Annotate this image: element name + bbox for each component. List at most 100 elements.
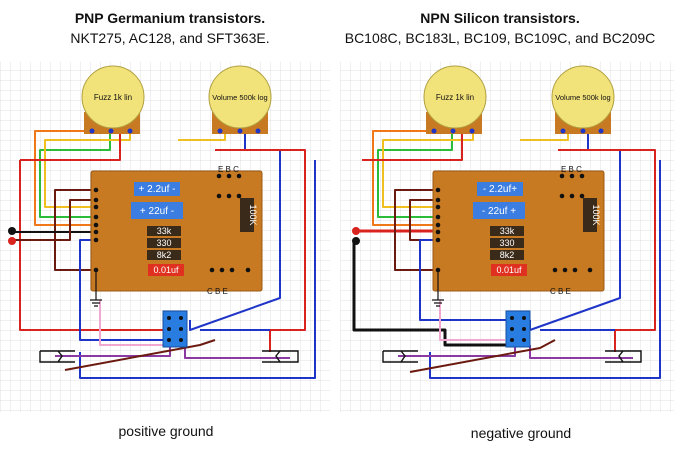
hole: [559, 193, 565, 199]
wire-brown-c: [409, 339, 556, 373]
pot-knob: [81, 65, 145, 129]
hole: [435, 187, 441, 193]
lug: [179, 338, 183, 342]
hole: [219, 267, 225, 273]
left-cap-2-label: + 22uf -: [140, 206, 174, 217]
wire-black-thick: [352, 240, 510, 347]
wire-blue-b: [189, 133, 281, 331]
wire-blue-c: [79, 239, 165, 341]
right-cbe-bottom: C B E: [550, 287, 571, 296]
right-pot-fuzz: Fuzz 1k lin: [423, 65, 487, 134]
hole: [572, 267, 578, 273]
hole: [587, 267, 593, 273]
left-resistor-100k: [240, 198, 254, 232]
right-cap-2-label: - 22uf +: [482, 206, 516, 217]
left-resistor-3: [147, 250, 181, 260]
wire-blue-d: [79, 160, 316, 379]
right-battery-black: [352, 237, 360, 245]
right-board-holes: [435, 173, 593, 273]
wire-blue-d: [429, 160, 661, 379]
left-footswitch-lugs: [167, 316, 183, 342]
hole: [216, 173, 222, 179]
left-cap-1: [134, 182, 180, 196]
wire-brown-b: [64, 339, 216, 371]
left-resistor-1: [147, 226, 181, 236]
left-cap-1-label: + 2.2uf -: [139, 184, 176, 195]
wire-pink: [439, 300, 505, 341]
hole: [552, 267, 558, 273]
right-resistor-1-label: 33k: [500, 226, 515, 236]
hole: [93, 204, 99, 210]
hole: [435, 229, 441, 235]
pot-lug: [108, 128, 114, 134]
right-pot-volume: Volume 500k log: [551, 65, 615, 134]
wire-red-top: [362, 133, 463, 161]
pot-knob: [423, 65, 487, 129]
lug: [167, 316, 171, 320]
wire-blue-a: [19, 160, 165, 331]
wire-blue-c: [419, 239, 510, 321]
pot-lug: [469, 128, 475, 134]
wire-green: [377, 133, 453, 218]
pot-lug: [560, 128, 566, 134]
left-ground-symbol: [90, 272, 102, 307]
wire-brown: [54, 189, 95, 271]
left-pot-volume: Volume 500k log: [208, 65, 272, 134]
hole: [579, 173, 585, 179]
right-wires: [352, 130, 661, 379]
left-pot-fuzz: Fuzz 1k lin: [81, 65, 145, 134]
wire-red-b: [215, 149, 306, 352]
wire-orange: [372, 130, 437, 226]
right-resistor-2: [490, 238, 524, 248]
wire-yellow: [44, 133, 131, 208]
pot-lug: [127, 128, 133, 134]
hole: [569, 193, 575, 199]
wire-brown: [394, 189, 437, 271]
left-pot-fuzz-label: Fuzz 1k lin: [94, 93, 132, 102]
left-battery-black: [8, 227, 16, 235]
right-cap-small-label: 0.01uf: [496, 265, 522, 275]
wire-red-in: [12, 199, 95, 241]
right-subtitle: BC108C, BC183L, BC109, BC109C, and BC209…: [344, 30, 656, 46]
lug: [522, 316, 526, 320]
hole: [229, 267, 235, 273]
left-footswitch: [162, 310, 188, 348]
hole: [435, 204, 441, 210]
left-ebc-top: E B C: [218, 165, 239, 174]
right-battery-red: [352, 227, 360, 235]
right-pot-fuzz-label: Fuzz 1k lin: [436, 93, 474, 102]
left-battery-red: [8, 237, 16, 245]
left-cap-2: [131, 202, 183, 219]
right-resistor-3-label: 8k2: [500, 250, 515, 260]
wire-purple: [55, 345, 290, 359]
hole: [245, 267, 251, 273]
wire-yellow: [382, 133, 474, 208]
left-board-holes: [93, 173, 251, 273]
right-footswitch: [505, 310, 531, 348]
wire-pink: [99, 300, 165, 346]
right-resistor-2-label: 330: [499, 238, 514, 248]
right-cap-small: [491, 264, 527, 276]
hole: [93, 267, 99, 273]
right-input-jack: [382, 350, 418, 363]
right-cap-1: [477, 182, 523, 196]
left-resistor-3-label: 8k2: [157, 250, 172, 260]
right-pot-volume-label: Volume 500k log: [555, 93, 610, 102]
hole: [93, 214, 99, 220]
pot-lug: [598, 128, 604, 134]
right-cap-2: [473, 202, 525, 219]
hole: [435, 267, 441, 273]
pot-lug: [580, 128, 586, 134]
hole: [559, 173, 565, 179]
pot-knob: [208, 65, 272, 129]
wire-red-b: [558, 149, 656, 352]
right-resistor-100k-label: 100K: [591, 204, 601, 225]
hole: [569, 173, 575, 179]
hole: [93, 229, 99, 235]
left-title-block: PNP Germanium transistors. NKT275, AC128…: [40, 10, 300, 46]
left-resistor-2-label: 330: [156, 238, 171, 248]
left-subtitle: NKT275, AC128, and SFT363E.: [70, 30, 270, 46]
hole: [226, 173, 232, 179]
right-resistor-3: [490, 250, 524, 260]
